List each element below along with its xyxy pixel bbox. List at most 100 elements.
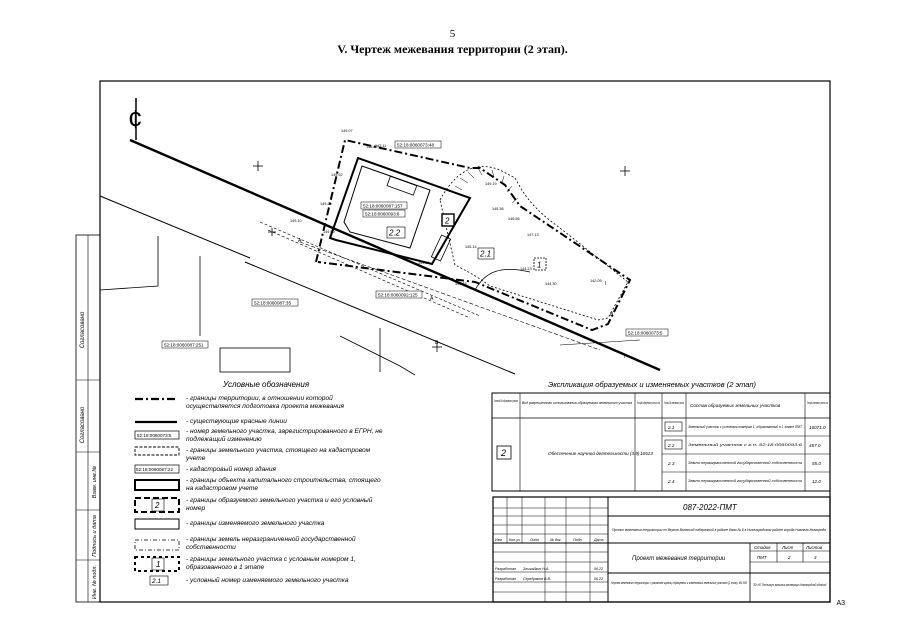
explication-sub-area: 12.0 [812, 479, 821, 484]
elevation: 149.20 [320, 202, 332, 206]
cad-label: 52:18:0060092:125 [378, 293, 418, 298]
legend-box-label: 52:18:0060073:5 [137, 433, 172, 438]
cad-label: 52:18:0060087:251 [164, 343, 204, 348]
map: ¢ [99, 98, 669, 376]
page-number: 5 [449, 28, 456, 40]
legend-item: - границы земельного участка, стоящего н… [186, 447, 371, 462]
plot-number: 1 [537, 261, 541, 270]
legend-box-label: 2.1 [151, 578, 161, 585]
elevation: 149.10 [290, 219, 302, 223]
side-stamp-2: Согласовано [80, 406, 86, 443]
axis-label: A [430, 296, 434, 302]
elevation: 149.30 [418, 261, 430, 265]
axis-label: I [624, 354, 625, 360]
explication-sub-num: 2.2 [667, 443, 675, 448]
stamp-col-header: Дата [593, 538, 603, 542]
legend-item: - номер земельного участка, зарегистриро… [186, 428, 383, 443]
grid-cross-icon [253, 161, 630, 352]
explication-sub-text: Земельный участок с условным номером 1, … [688, 425, 803, 429]
cad-label: 52:18:0060087:157 [363, 204, 403, 209]
page-title: V. Чертеж межевания территории (2 этап). [337, 42, 568, 56]
elevation: 149.19 [485, 182, 497, 186]
stamp-col-header: Кол.уч [509, 538, 520, 542]
axis-label: B [610, 312, 614, 318]
side-stamp-5: Инв. № подл. [92, 565, 98, 599]
explication-sub-text: Земли неразграниченной государственной с… [688, 461, 802, 465]
explication-header: Условный № изменяемого участка [664, 401, 684, 405]
side-stamp-1: Согласовано [80, 311, 86, 348]
elevation: 147.13 [527, 233, 539, 237]
explication-main-num: 2 [500, 448, 506, 458]
axis-label: B [435, 340, 439, 346]
stamp-code: 087-2022-ПМТ [683, 503, 738, 512]
legend-box-label: 1 [156, 560, 160, 569]
elevation: 142.05 [590, 279, 602, 283]
elevation: 145.36 [492, 207, 504, 211]
explication-header: Состав образуемых земельных участков [690, 403, 781, 408]
elevation: 144.30 [545, 282, 557, 286]
explication-main-area: 16513 [640, 451, 653, 456]
legend-title: Условные обозначения [223, 380, 310, 389]
explication-sub-area: 55.0 [812, 461, 821, 466]
stamp-name: Злыгайкин Н.А. [523, 567, 549, 571]
side-stamp-3: Взам. инв.№ [92, 466, 98, 499]
legend-item: - границы земель неразграниченной госуда… [186, 536, 356, 551]
explication-title: Экспликация образуемых и изменяемых учас… [548, 380, 757, 389]
legend-box-label: 52:18:0060087:22 [136, 467, 173, 472]
legend-item: - границы образуемого земельного участка… [186, 497, 373, 512]
stamp-doc-title: Проект межевания территории [632, 556, 726, 562]
stamp-col-header: Изм. [495, 538, 503, 542]
elevation: 144.23 [520, 267, 532, 271]
axis-label: A [298, 238, 302, 244]
stamp-col-header: № док. [550, 538, 562, 542]
stamp-project: Проект межевания территории по Верхне-Во… [612, 528, 826, 532]
stamp-date: 06.22 [594, 567, 603, 571]
stamp-stage-value: 2 [787, 555, 791, 560]
explication-sub-text: Земельный участок с к.н. 52:18:0060093:6 [688, 443, 802, 447]
explication-sub-text: Земли неразграниченной государственной с… [688, 479, 802, 483]
explication-table: Экспликация образуемых и изменяемых учас… [491, 380, 831, 492]
elevation: 149.92 [331, 173, 343, 177]
plot-number: 2 [444, 217, 450, 226]
explication-header: Площадь изменяемого участка, кв.м [807, 401, 828, 405]
elevation: 148.82 [366, 145, 378, 149]
explication-sub-num: 2.1 [667, 425, 675, 430]
stamp-org: ГБУ НО "Институт развития агломерации Ни… [753, 583, 828, 587]
plot-number: 2.1 [479, 250, 491, 259]
elevation: 149.07 [341, 129, 353, 133]
stamp-role: Разработал [495, 577, 516, 581]
legend-symbols: 52:18:0060073:5 52:18:0060087:22 2 1 2.1 [134, 397, 180, 586]
legend-box-label: 2 [154, 501, 160, 510]
legend-item: - границы изменяемого земельного участка [186, 520, 325, 527]
legend-item: - существующие красные линии [186, 418, 287, 425]
side-stamp-4: Подпись и дата [92, 515, 98, 557]
elevation: 146.56 [508, 217, 520, 221]
elevation: 143.11 [375, 144, 386, 148]
explication-main-use: Обеспечение научной деятельности (3.9) [548, 450, 640, 456]
stamp-stage-value: ПМТ [757, 555, 767, 560]
cad-label: 52:18:0060073:5 [628, 331, 663, 336]
stamp-stage-label: Листов [805, 545, 823, 550]
explication-sub-area: 457.0 [809, 443, 821, 448]
explication-header: Площадь образуемого участка, кв.м [637, 401, 660, 405]
plot-number: 2.2 [388, 229, 401, 238]
stamp-col-header: Лист [529, 538, 539, 542]
explication-header: Условный № образуемого участка [494, 399, 518, 403]
explication-sub-num: 2.3 [667, 461, 675, 466]
axis-symbol-icon: ¢ [128, 98, 142, 140]
svg-text:¢: ¢ [128, 104, 142, 134]
legend-item: - границы объекта капитального строитель… [186, 477, 381, 492]
stamp-date: 06.22 [594, 577, 603, 581]
cad-label: 52:18:0060073:48 [397, 143, 434, 148]
cad-label: 52:18:0060087:35 [254, 301, 291, 306]
explication-sub-num: 2.4 [667, 479, 675, 484]
elevation: 149.50 [323, 230, 335, 234]
explication-sub-area: 16071.0 [809, 425, 826, 430]
explication-header: Вид разрешенного использования образуемо… [522, 401, 632, 405]
stamp-stage-label: Лист [781, 545, 794, 550]
stamp-role: Разработал [495, 567, 516, 571]
stamp-drawing-title: Чертеж межевания территории с указанием … [611, 581, 747, 585]
legend-item: - границы земельного участка с условным … [186, 556, 356, 571]
legend-item: - границы территории, в отношении которо… [186, 395, 345, 410]
